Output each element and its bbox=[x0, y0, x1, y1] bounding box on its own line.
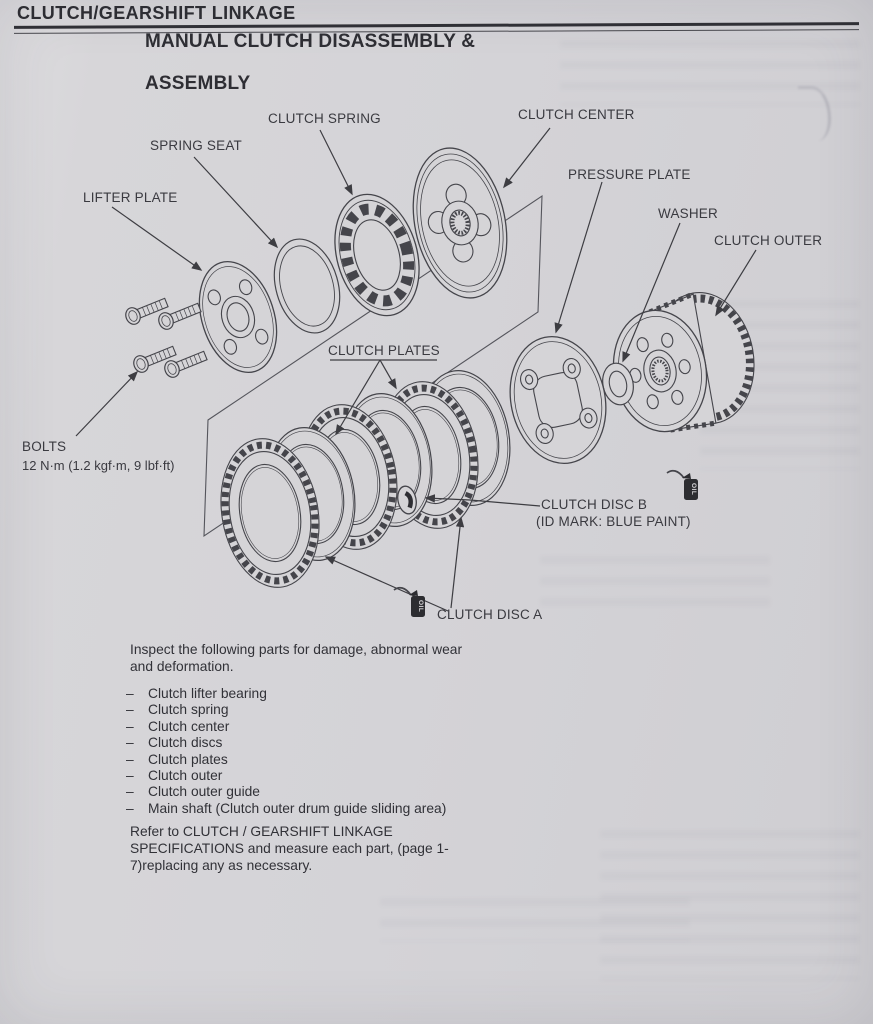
list-item: –Clutch outer guide bbox=[126, 784, 526, 800]
label-spring-seat: SPRING SEAT bbox=[150, 138, 242, 153]
list-dash: – bbox=[126, 735, 134, 751]
leader-lines bbox=[75, 127, 757, 612]
list-dash: – bbox=[126, 751, 134, 767]
inspection-intro: Inspect the following parts for damage, … bbox=[130, 641, 510, 676]
list-dash: – bbox=[126, 784, 134, 800]
list-item-text: Clutch outer bbox=[148, 768, 223, 784]
label-washer: WASHER bbox=[658, 206, 718, 221]
list-item: –Clutch center bbox=[126, 719, 526, 735]
oil-icon: OIL bbox=[666, 469, 698, 500]
bleedthrough-ghost bbox=[600, 830, 860, 980]
clutch-outer-drawing bbox=[612, 291, 755, 433]
list-dash: – bbox=[126, 718, 134, 734]
bleedthrough-mark bbox=[798, 86, 831, 141]
page-title: CLUTCH/GEARSHIFT LINKAGE bbox=[17, 3, 296, 23]
clutch-disc-drawing bbox=[220, 438, 320, 588]
label-clutch-disc-b-note: (ID MARK: BLUE PAINT) bbox=[536, 514, 691, 529]
spring-seat-drawing bbox=[273, 238, 341, 334]
bolt-drawing bbox=[158, 302, 202, 330]
label-pressure-plate: PRESSURE PLATE bbox=[568, 167, 691, 182]
list-item: –Clutch outer bbox=[126, 768, 526, 784]
clutch-spring-drawing bbox=[334, 193, 420, 317]
refer-line2: SPECIFICATIONS and measure each part, (p… bbox=[130, 841, 449, 857]
list-item-text: Clutch outer guide bbox=[148, 784, 260, 800]
oil-icon-label: OIL bbox=[417, 600, 424, 612]
list-item-text: Clutch plates bbox=[148, 751, 228, 767]
refer-paragraph: Refer to CLUTCH / GEARSHIFT LINKAGE SPEC… bbox=[130, 823, 510, 875]
lifter-plate-drawing bbox=[198, 261, 278, 373]
label-clutch-outer: CLUTCH OUTER bbox=[714, 233, 822, 248]
list-dash: – bbox=[126, 768, 134, 784]
inspection-intro-line1: Inspect the following parts for damage, … bbox=[130, 642, 463, 657]
label-clutch-spring: CLUTCH SPRING bbox=[268, 111, 381, 126]
list-item-text: Clutch lifter bearing bbox=[148, 686, 267, 701]
list-item: –Clutch spring bbox=[126, 702, 526, 718]
inspection-list: –Clutch lifter bearing –Clutch spring –C… bbox=[126, 686, 526, 817]
section-heading: MANUAL CLUTCH DISASSEMBLY & ASSEMBLY bbox=[145, 31, 475, 94]
oil-icon-label: OIL bbox=[690, 483, 697, 495]
list-item-text: Clutch center bbox=[148, 718, 230, 734]
list-item-text: Main shaft (Clutch outer drum guide slid… bbox=[148, 800, 447, 816]
section-heading-line1: MANUAL CLUTCH DISASSEMBLY & bbox=[145, 31, 476, 52]
id-mark-oval bbox=[397, 485, 417, 515]
bolt-drawing bbox=[133, 345, 177, 373]
list-item-text: Clutch spring bbox=[148, 702, 229, 718]
list-dash: – bbox=[126, 702, 134, 718]
list-item: –Clutch plates bbox=[126, 752, 526, 768]
label-bolts: BOLTS bbox=[22, 439, 66, 454]
bolt-drawing bbox=[125, 297, 169, 325]
label-lifter-plate: LIFTER PLATE bbox=[83, 190, 177, 205]
section-heading-line2: ASSEMBLY bbox=[145, 73, 251, 94]
oil-icon: OIL bbox=[393, 586, 425, 617]
exploded-clutch-diagram: OIL OIL LIFTER PLATE SPRING SEAT CLUTCH … bbox=[22, 107, 822, 622]
list-dash: – bbox=[126, 686, 134, 701]
label-clutch-disc-a: CLUTCH DISC A bbox=[437, 607, 542, 622]
clutch-center-drawing bbox=[412, 147, 508, 299]
refer-line3: 7)replacing any as necessary. bbox=[130, 858, 313, 874]
bleedthrough-ghost bbox=[380, 898, 690, 942]
bolt-drawing bbox=[164, 350, 208, 378]
list-dash: – bbox=[126, 800, 134, 816]
list-item-text: Clutch discs bbox=[148, 735, 223, 751]
list-item: –Clutch lifter bearing bbox=[126, 686, 526, 702]
label-clutch-plates: CLUTCH PLATES bbox=[328, 343, 440, 358]
label-clutch-disc-b: CLUTCH DISC B bbox=[541, 497, 647, 512]
list-item: –Clutch discs bbox=[126, 735, 526, 751]
refer-line1: Refer to CLUTCH / GEARSHIFT LINKAGE bbox=[130, 824, 393, 839]
label-bolts-torque: 12 N·m (1.2 kgf·m, 9 lbf·ft) bbox=[22, 458, 174, 473]
list-item: –Main shaft (Clutch outer drum guide sli… bbox=[126, 801, 526, 817]
clutch-stack bbox=[220, 369, 511, 588]
pressure-plate-drawing bbox=[509, 335, 607, 465]
label-clutch-center: CLUTCH CENTER bbox=[518, 107, 635, 122]
inspection-intro-line2: and deformation. bbox=[130, 659, 234, 675]
